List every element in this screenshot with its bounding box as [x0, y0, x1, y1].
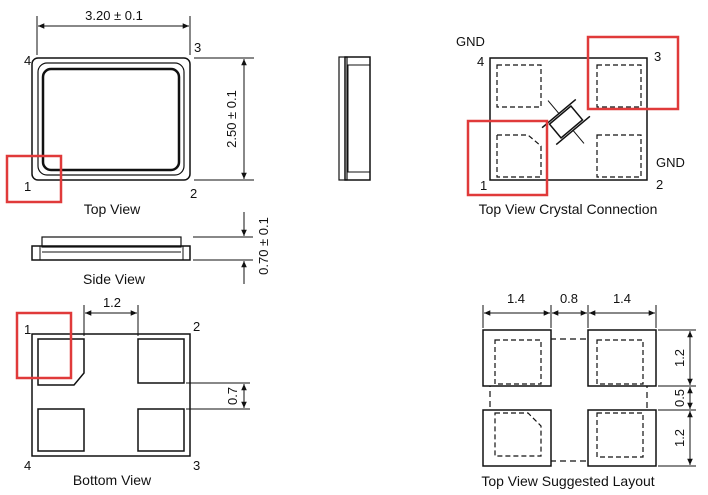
top-height-dim: 2.50 ± 0.1	[224, 90, 239, 148]
bottom-gap-dim: 1.2	[103, 295, 121, 310]
layout-pad-1	[494, 412, 542, 457]
suggested-layout-caption: Top View Suggested Layout	[481, 473, 654, 489]
crystal-lead-top	[547, 100, 560, 114]
side-profile-left-leg	[338, 56, 348, 181]
bottom-pin-1: 1	[24, 322, 31, 337]
crystal-element	[548, 105, 584, 139]
side-view-base	[31, 245, 191, 261]
crystal-pin-2: 2	[656, 177, 663, 192]
layout-land-2	[587, 409, 657, 467]
top-pin-2: 2	[190, 186, 197, 201]
crystal-lead-bottom	[572, 130, 585, 144]
bottom-view: 1.2 0.7 1 2 4 3 Bottom View	[15, 295, 250, 488]
layout-dim-top-2: 0.8	[560, 291, 578, 306]
crystal-pin3-highlight	[586, 35, 680, 111]
crystal-gnd-top: GND	[456, 34, 485, 49]
suggested-layout-view: 1.4 0.8 1.4 1.2 0.5 1.2 Top View Suggest…	[481, 291, 696, 489]
layout-pad-3	[596, 339, 644, 385]
crystal-pin-4: 4	[477, 54, 484, 69]
crystal-connection-caption: Top View Crystal Connection	[479, 201, 658, 217]
layout-land-3	[587, 329, 657, 387]
top-pin1-highlight	[5, 154, 63, 204]
top-view: 3.20 ± 0.1 2.50 ± 0.1 4 3 1 2 Top View	[5, 8, 254, 217]
bottom-pad-4	[37, 408, 85, 452]
layout-land-1	[482, 409, 552, 467]
crystal-pin1-highlight	[466, 119, 549, 197]
side-view-caption: Side View	[83, 271, 146, 287]
crystal-connection-view: GND 4 3 1 GND 2 Top View Crystal Connect…	[456, 34, 685, 217]
bottom-spacing-dim: 0.7	[225, 387, 240, 405]
top-pin-4: 4	[24, 53, 31, 68]
top-view-lid-outer	[37, 62, 185, 176]
bottom-view-caption: Bottom View	[73, 472, 152, 488]
top-pin-1: 1	[24, 179, 31, 194]
layout-dim-right-3: 1.2	[672, 429, 687, 447]
crystal-pin-1: 1	[480, 178, 487, 193]
layout-dim-right-2: 0.5	[672, 389, 687, 407]
top-pin-3: 3	[194, 40, 201, 55]
bottom-pin-4: 4	[24, 458, 31, 473]
crystal-gnd-right: GND	[656, 155, 685, 170]
layout-dim-top-3: 1.4	[613, 291, 631, 306]
bottom-pin-2: 2	[193, 319, 200, 334]
side-profile-vertical	[338, 56, 371, 181]
crystal-pad-3	[596, 64, 642, 108]
bottom-view-body	[31, 333, 191, 457]
crystal-symbol	[541, 98, 591, 146]
side-profile-body	[344, 56, 371, 181]
bottom-pin-3: 3	[193, 458, 200, 473]
layout-pad-4	[494, 339, 542, 385]
side-view: 0.70 ± 0.1 Side View	[31, 212, 271, 287]
crystal-body	[489, 57, 648, 181]
top-width-dim: 3.20 ± 0.1	[85, 8, 143, 23]
top-view-lid-inner	[41, 67, 181, 172]
layout-pad-2	[596, 412, 644, 458]
bottom-pad-2	[137, 338, 185, 384]
top-view-caption: Top View	[84, 201, 141, 217]
crystal-pin-3: 3	[654, 49, 661, 64]
crystal-pad-2	[596, 134, 642, 178]
layout-dim-right-1: 1.2	[672, 349, 687, 367]
side-thickness-dim: 0.70 ± 0.1	[256, 217, 271, 275]
crystal-pad-4	[496, 64, 542, 108]
layout-dim-top-1: 1.4	[507, 291, 525, 306]
layout-land-4	[482, 329, 552, 387]
bottom-pin1-highlight	[15, 311, 73, 380]
bottom-pad-3	[137, 408, 185, 452]
crystal-pad-1	[496, 134, 542, 178]
side-view-lid	[41, 236, 182, 248]
top-view-body	[31, 57, 191, 181]
